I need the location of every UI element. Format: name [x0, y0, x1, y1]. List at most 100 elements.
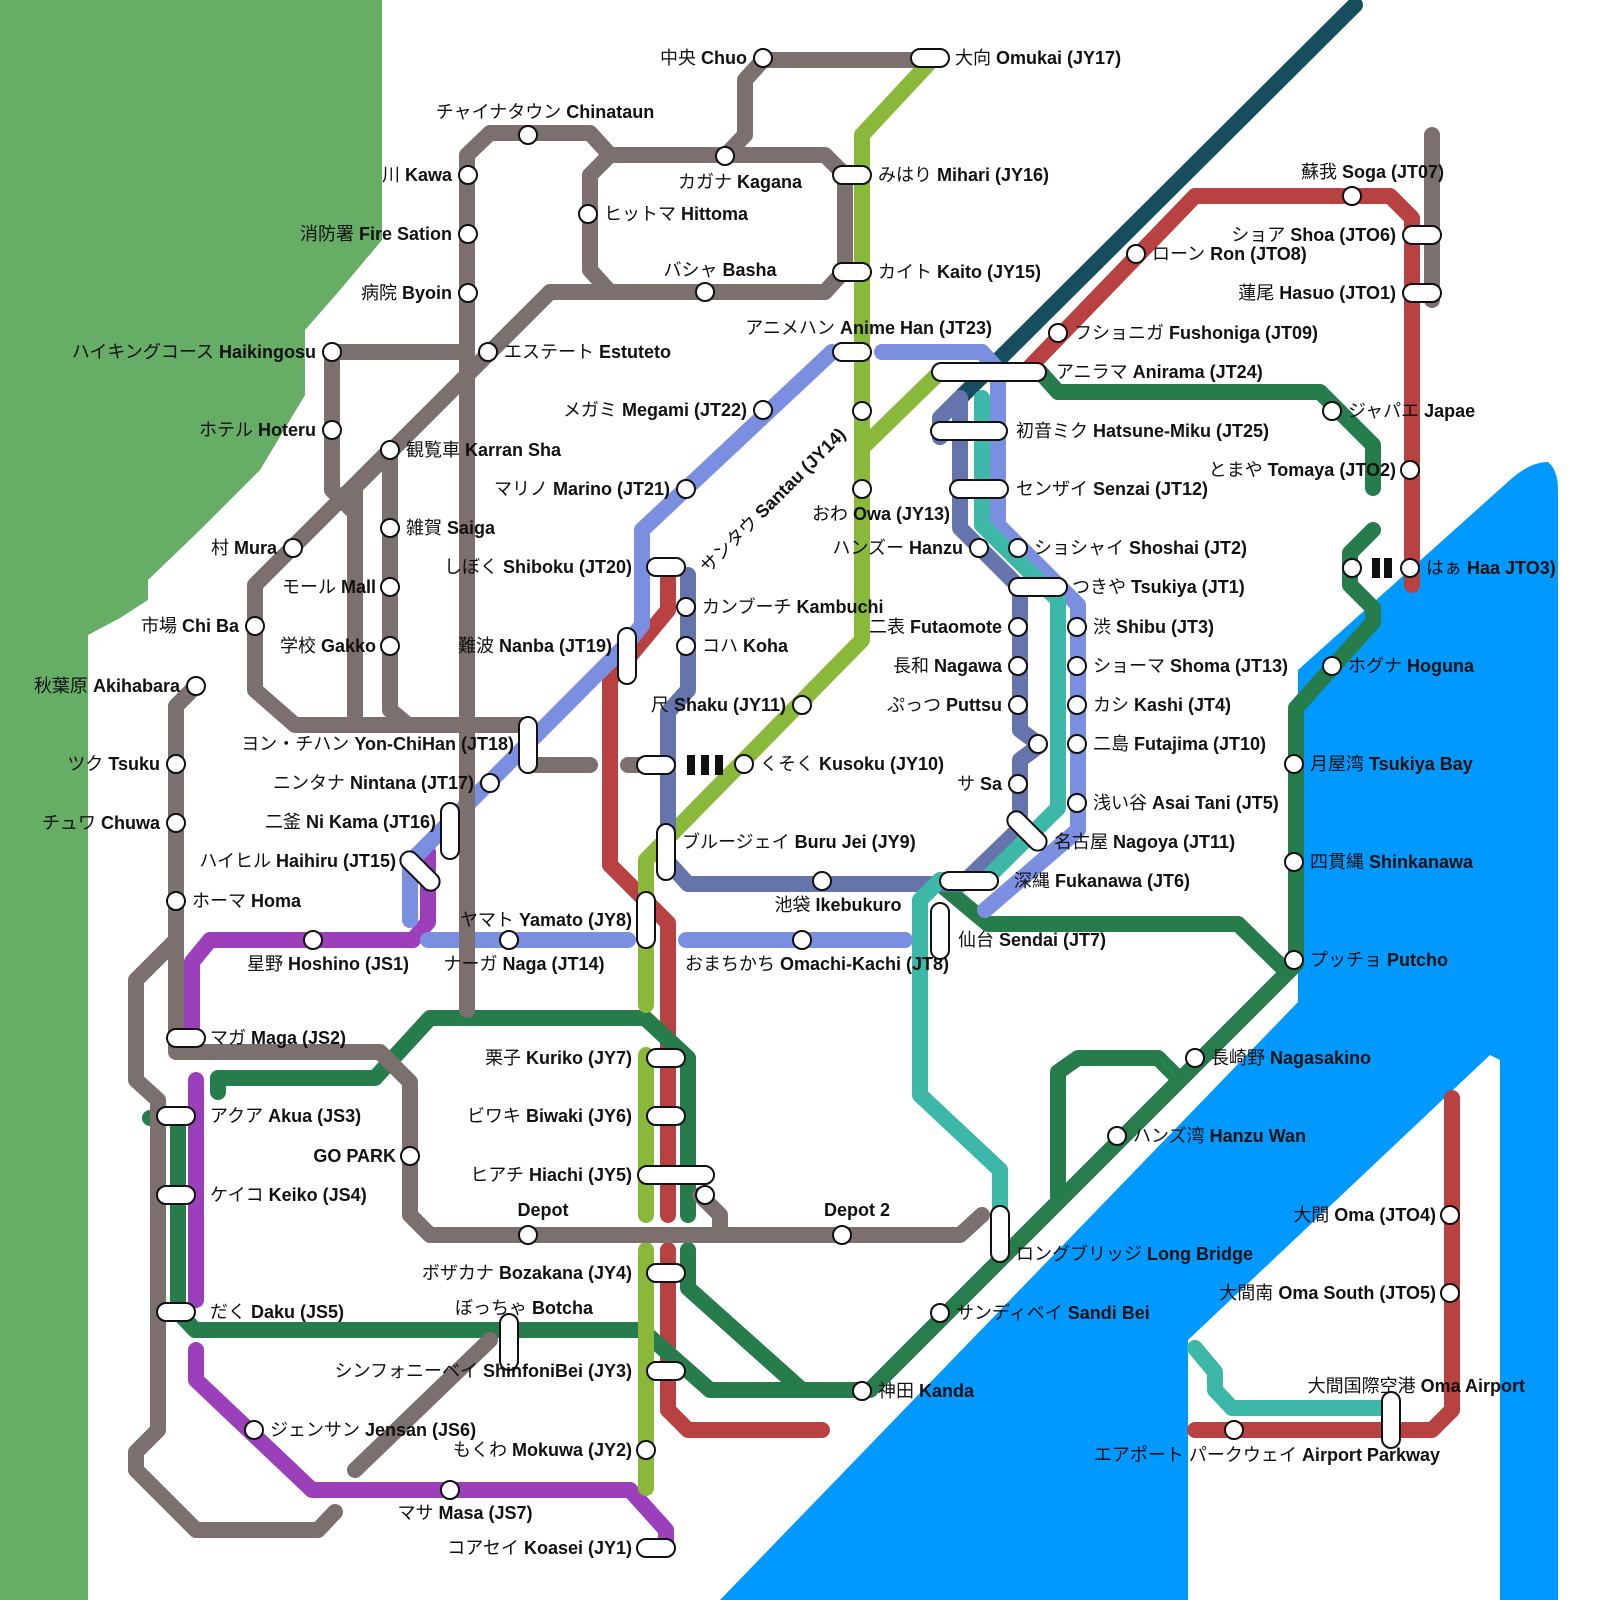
station[interactable]: メガミ Megami (JT22)	[563, 400, 773, 420]
station[interactable]: だく Daku (JS5)	[156, 1302, 344, 1322]
station[interactable]: 長和 Nagawa	[893, 656, 1028, 676]
station[interactable]: 星野 Hoshino (JS1)	[247, 930, 409, 974]
station[interactable]: カンブーチ Kambuchi	[676, 596, 884, 617]
station[interactable]: 渋 Shibu (JT3)	[1067, 617, 1214, 637]
station[interactable]: ハイヒル Haihiru (JT15)	[199, 848, 443, 895]
station[interactable]: ショア Shoa (JTO6)	[1231, 225, 1442, 245]
station[interactable]: ホーマ Homa	[166, 891, 302, 911]
station[interactable]: 病院 Byoin	[361, 283, 478, 303]
station[interactable]: ハンズー Hanzu	[832, 538, 989, 558]
station[interactable]: ホグナ Hoguna	[1322, 656, 1475, 676]
station[interactable]: ヤマト Yamato (JY8)	[460, 891, 656, 949]
station[interactable]: 川 Kawa	[382, 165, 478, 185]
station[interactable]: カイト Kaito (JY15)	[832, 262, 1041, 282]
station[interactable]: 中央 Chuo	[660, 48, 773, 68]
station[interactable]: 池袋 Ikebukuro	[774, 871, 902, 915]
station[interactable]: 四貫縄 Shinkanawa	[1284, 852, 1474, 872]
station[interactable]: アクア Akua (JS3)	[156, 1106, 361, 1126]
station[interactable]: シンフォニーベイ ShinfoniBei (JY3)	[335, 1361, 686, 1381]
station[interactable]: 大間南 Oma South (JTO5)	[1219, 1283, 1460, 1303]
station[interactable]: チュワ Chuwa	[42, 813, 186, 833]
station[interactable]: ボザカナ Bozakana (JY4)	[422, 1263, 686, 1283]
station[interactable]: 市場 Chi Ba	[141, 616, 265, 636]
station[interactable]: コハ Koha	[676, 636, 789, 656]
station[interactable]: 消防署 Fire Sation	[300, 224, 478, 244]
station[interactable]: ジャパエ Japae	[1322, 401, 1475, 421]
station[interactable]: エステート Estuteto	[478, 342, 671, 362]
station[interactable]: サ Sa	[957, 774, 1028, 794]
station[interactable]: ジェンサン Jensan (JS6)	[244, 1420, 476, 1440]
station[interactable]: ハイキングコース Haikingosu	[72, 342, 342, 362]
station[interactable]: はぁ Haa JTO3)	[1400, 558, 1556, 578]
station[interactable]: ビワキ Biwaki (JY6)	[467, 1106, 686, 1126]
station[interactable]: ショーマ Shoma (JT13)	[1067, 656, 1288, 676]
station[interactable]: ツク Tsuku	[67, 754, 186, 774]
station[interactable]: 蓮尾 Hasuo (JTO1)	[1238, 283, 1442, 303]
station[interactable]: 大向 Omukai (JY17)	[910, 48, 1121, 68]
station[interactable]: チャイナタウン Chinataun	[436, 102, 654, 145]
station[interactable]: 村 Mura	[211, 538, 303, 558]
station[interactable]: ショシャイ Shoshai (JT2)	[1008, 538, 1247, 558]
station[interactable]: 蘇我 Soga (JT07)	[1301, 162, 1444, 206]
station[interactable]: ケイコ Keiko (JS4)	[156, 1185, 367, 1205]
station[interactable]: みはり Mihari (JY16)	[832, 165, 1049, 185]
station[interactable]: 長崎野 Nagasakino	[1185, 1048, 1371, 1068]
station[interactable]: フショニガ Fushoniga (JT09)	[1048, 323, 1318, 343]
station[interactable]: ニンタナ Nintana (JT17)	[273, 773, 500, 793]
station[interactable]: 神田 Kanda	[852, 1381, 975, 1401]
station[interactable]: ロングブリッジ Long Bridge	[990, 1205, 1253, 1264]
station[interactable]: おまちかち Omachi-Kachi (JT8)	[685, 930, 949, 974]
station[interactable]: 二表 Futaomote	[869, 617, 1028, 637]
station[interactable]: 観覧車 Karran Sha	[380, 440, 562, 460]
station[interactable]: モール Mall	[282, 577, 400, 597]
station[interactable]: ヨン・チハン Yon-ChiHan (JT18)	[241, 716, 538, 774]
station[interactable]: カガナ Kagana	[678, 146, 803, 192]
station[interactable]: エアポート パークウェイ Airport Parkway	[1094, 1420, 1440, 1465]
station[interactable]: 初音ミク Hatsune-Miku (JT25)	[930, 421, 1269, 441]
station[interactable]: しぼく Shiboku (JT20)	[444, 557, 686, 577]
station[interactable]: 学校 Gakko	[280, 636, 400, 656]
station[interactable]: ナーガ Naga (JT14)	[443, 930, 605, 974]
station[interactable]: 大間 Oma (JTO4)	[1293, 1205, 1460, 1225]
station[interactable]: バシャ Basha	[663, 260, 778, 302]
station[interactable]: Depot 2	[824, 1200, 890, 1245]
station[interactable]: くそく Kusoku (JY10)	[734, 754, 944, 774]
station[interactable]: マガ Maga (JS2)	[166, 1028, 346, 1048]
station[interactable]: 秋葉原 Akihabara	[34, 676, 206, 696]
station[interactable]: 大間国際空港 Oma Airport	[1308, 1376, 1525, 1449]
station[interactable]: 尺 Shaku (JY11)	[651, 695, 812, 715]
station[interactable]: カシ Kashi (JT4)	[1067, 695, 1231, 715]
station[interactable]: ぷっつ Puttsu	[887, 695, 1028, 715]
station[interactable]: 雑賀 Saiga	[380, 518, 496, 538]
station[interactable]: プッチョ Putcho	[1284, 950, 1448, 970]
station[interactable]: ハンズ湾 Hanzu Wan	[1107, 1126, 1306, 1146]
station[interactable]: Depot	[518, 1200, 569, 1245]
station[interactable]: 月屋湾 Tsukiya Bay	[1284, 754, 1473, 774]
station[interactable]: とまや Tomaya (JTO2)	[1209, 460, 1420, 480]
station[interactable]: マリノ Marino (JT21)	[494, 479, 696, 499]
station[interactable]: ヒットマ Hittoma	[578, 204, 749, 224]
station[interactable]: ホテル Hoteru	[199, 420, 342, 440]
station[interactable]: サンディベイ Sandi Bei	[930, 1303, 1150, 1323]
station[interactable]: 仙台 Sendai (JT7)	[930, 902, 1106, 960]
station[interactable]: マサ Masa (JS7)	[397, 1480, 533, 1523]
station[interactable]: 名古屋 Nagoya (JT11)	[1004, 808, 1235, 855]
station[interactable]: おわ Owa (JY13)	[812, 479, 950, 524]
station[interactable]: GO PARK	[313, 1146, 420, 1166]
station[interactable]: ブルージェイ Buru Jei (JY9)	[656, 823, 916, 881]
station[interactable]: 栗子 Kuriko (JY7)	[485, 1048, 686, 1068]
station[interactable]: 二釜 Ni Kama (JT16)	[265, 802, 460, 860]
station[interactable]: コアセイ Koasei (JY1)	[447, 1538, 676, 1558]
station[interactable]: つきや Tsukiya (JT1)	[1008, 577, 1245, 597]
station[interactable]: 難波 Nanba (JT19)	[458, 627, 637, 685]
station[interactable]: ぼっちゃ Botcha	[455, 1298, 594, 1371]
station[interactable]: 深縄 Fukanawa (JT6)	[939, 871, 1190, 891]
station[interactable]: 浅い谷 Asai Tani (JT5)	[1067, 793, 1279, 813]
station[interactable]: もくわ Mokuwa (JY2)	[453, 1440, 656, 1460]
station[interactable]: アニメハン Anime Han (JT23)	[745, 318, 992, 362]
station[interactable]: ローン Ron (JTO8)	[1126, 244, 1307, 264]
station[interactable]: 二島 Futajima (JT10)	[1067, 734, 1266, 754]
station[interactable]: センザイ Senzai (JT12)	[949, 479, 1208, 499]
station[interactable]: アニラマ Anirama (JT24)	[931, 362, 1263, 382]
station[interactable]: ヒアチ Hiachi (JY5)	[470, 1165, 715, 1185]
